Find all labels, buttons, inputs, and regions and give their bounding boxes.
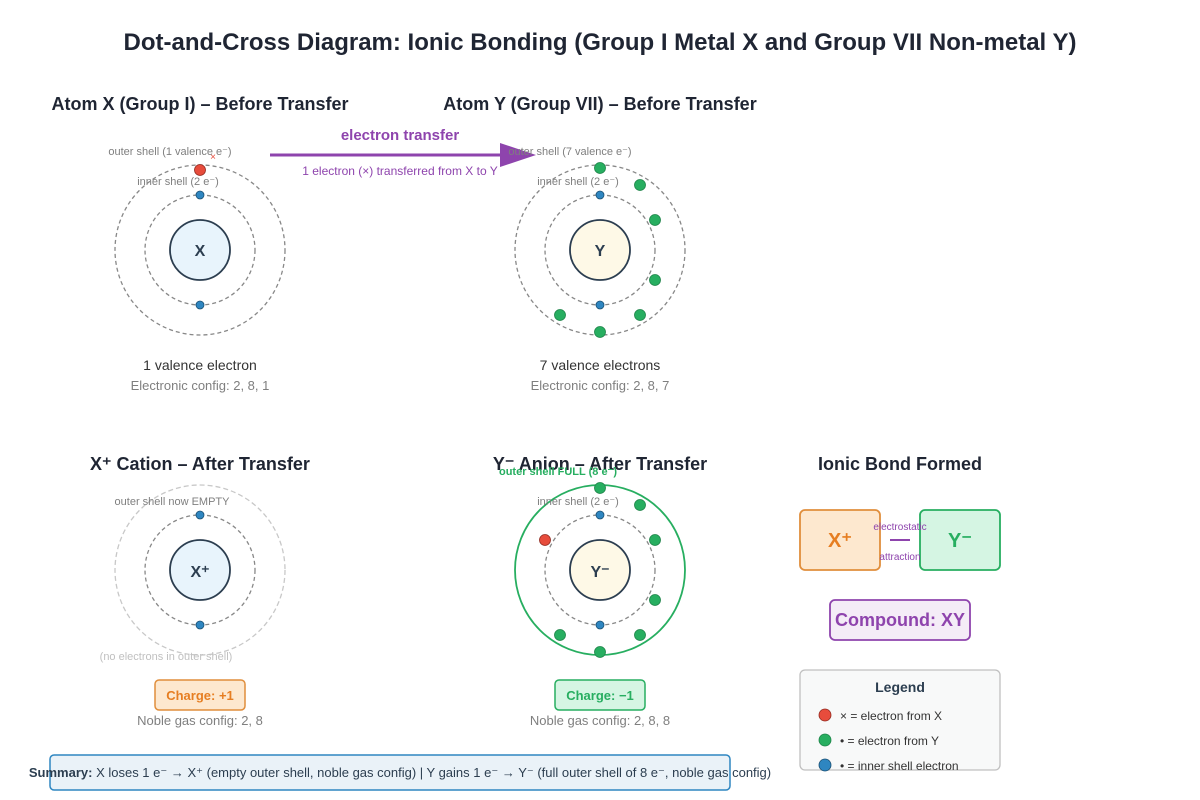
compound-label: Compound: XY	[835, 610, 965, 630]
anion-panel: Y⁻ Anion – After Transfer Y⁻ outer shell…	[493, 454, 707, 728]
atom-y-heading: Atom Y (Group VII) – Before Transfer	[443, 94, 756, 114]
cation-panel: X⁺ Cation – After Transfer X⁺ outer shel…	[90, 454, 310, 728]
inner-electron	[195, 190, 205, 200]
x-valence-electron	[194, 164, 206, 176]
transfer-sublabel: 1 electron (×) transferred from X to Y	[302, 164, 498, 178]
summary-bar: Summary: X loses 1 e⁻ → X⁺ (empty outer …	[29, 754, 771, 791]
inner-electron	[195, 510, 205, 520]
attraction-label-bottom: attraction	[879, 552, 920, 563]
outer-shell-label: outer shell (1 valence e⁻)	[108, 146, 231, 158]
atom-y-config: Electronic config: 2, 8, 7	[531, 378, 670, 393]
outer-shell-label: outer shell (7 valence e⁻)	[508, 146, 631, 158]
y-valence-electron	[594, 326, 606, 338]
cation-box-label: X⁺	[828, 530, 852, 552]
y-valence-electron	[649, 274, 661, 286]
cation-box	[799, 509, 881, 571]
legend-item-inner-electron: • = inner shell electron	[840, 759, 959, 773]
atom-x-nucleus-label: X	[195, 243, 206, 260]
page-title: Dot-and-Cross Diagram: Ionic Bonding (Gr…	[124, 29, 1077, 56]
legend-item-y-electron: • = electron from Y	[840, 734, 939, 748]
y-valence-electron	[649, 214, 661, 226]
bond-heading: Ionic Bond Formed	[818, 454, 982, 474]
inner-electron	[195, 620, 205, 630]
atom-y-panel: Atom Y (Group VII) – Before Transfer Y o…	[443, 94, 756, 393]
full-shell-label: outer shell FULL (8 e⁻)	[499, 466, 617, 478]
empty-shell-note: (no electrons in outer shell)	[100, 651, 233, 663]
inner-electron	[595, 300, 605, 310]
y-valence-electron	[554, 629, 566, 641]
y-valence-electron	[634, 309, 646, 321]
cation-nucleus	[169, 539, 231, 601]
outer-shell-label: outer shell now EMPTY	[115, 496, 231, 508]
cation-charge-label: Charge: +1	[166, 688, 234, 703]
transfer-arrow-head	[500, 143, 536, 167]
legend-swatch-y-electron	[818, 733, 832, 747]
y-valence-electron	[649, 534, 661, 546]
atom-y-caption: 7 valence electrons	[540, 357, 661, 373]
inner-shell-label: inner shell (2 e⁻)	[137, 176, 219, 188]
summary-text: Summary: X loses 1 e⁻ → X⁺ (empty outer …	[29, 765, 771, 780]
legend-swatch-x-electron	[818, 708, 832, 722]
inner-electron	[595, 620, 605, 630]
attraction-label-top: electrostatic	[873, 522, 926, 533]
inner-shell-label: inner shell (2 e⁻)	[537, 496, 619, 508]
cation-charge-badge	[154, 679, 246, 711]
transfer-label: electron transfer	[341, 127, 460, 144]
anion-nucleus	[569, 539, 631, 601]
legend-item-x-electron: × = electron from X	[840, 709, 942, 723]
inner-electron	[195, 300, 205, 310]
cation-empty-outer-shell	[114, 484, 286, 656]
anion-config: Noble gas config: 2, 8, 8	[530, 713, 670, 728]
atom-x-panel: Atom X (Group I) – Before Transfer X × o…	[51, 94, 348, 393]
summary-body: X loses 1 e⁻ → X⁺ (empty outer shell, no…	[92, 765, 771, 780]
anion-charge-badge	[554, 679, 646, 711]
anion-box	[919, 509, 1001, 571]
y-valence-electron	[634, 499, 646, 511]
cation-nucleus-label: X⁺	[190, 564, 209, 581]
y-valence-electron	[634, 629, 646, 641]
ionic-bond-panel: Ionic Bond Formed X⁺ Y⁻ electrostatic at…	[799, 454, 1001, 641]
transfer-arrow-group: electron transfer 1 electron (×) transfe…	[270, 127, 536, 178]
atom-x-heading: Atom X (Group I) – Before Transfer	[51, 94, 348, 114]
y-valence-electron	[634, 179, 646, 191]
anion-heading: Y⁻ Anion – After Transfer	[493, 454, 707, 474]
inner-electron	[595, 510, 605, 520]
y-valence-electron	[594, 162, 606, 174]
y-valence-electron	[554, 309, 566, 321]
anion-charge-label: Charge: −1	[566, 688, 634, 703]
cation-config: Noble gas config: 2, 8	[137, 713, 263, 728]
anion-nucleus-label: Y⁻	[590, 564, 609, 581]
legend-title: Legend	[875, 679, 925, 695]
atom-y-nucleus	[569, 219, 631, 281]
atom-x-nucleus	[169, 219, 231, 281]
atom-y-nucleus-label: Y	[595, 243, 606, 260]
compound-box	[829, 599, 971, 641]
summary-lead: Summary:	[29, 765, 93, 780]
y-valence-electron	[594, 482, 606, 494]
inner-electron	[595, 190, 605, 200]
cation-heading: X⁺ Cation – After Transfer	[90, 454, 310, 474]
atom-x-caption: 1 valence electron	[143, 357, 257, 373]
y-valence-electron	[649, 594, 661, 606]
y-valence-electron	[594, 646, 606, 658]
legend-box	[799, 669, 1001, 771]
legend-swatch-inner-electron	[818, 758, 832, 772]
cross-mark: ×	[210, 152, 216, 163]
inner-shell-label: inner shell (2 e⁻)	[537, 176, 619, 188]
atom-x-config: Electronic config: 2, 8, 1	[131, 378, 270, 393]
legend: Legend × = electron from X • = electron …	[799, 669, 1001, 773]
transferred-x-electron	[539, 534, 551, 546]
summary-box	[49, 754, 731, 791]
anion-box-label: Y⁻	[948, 530, 972, 552]
